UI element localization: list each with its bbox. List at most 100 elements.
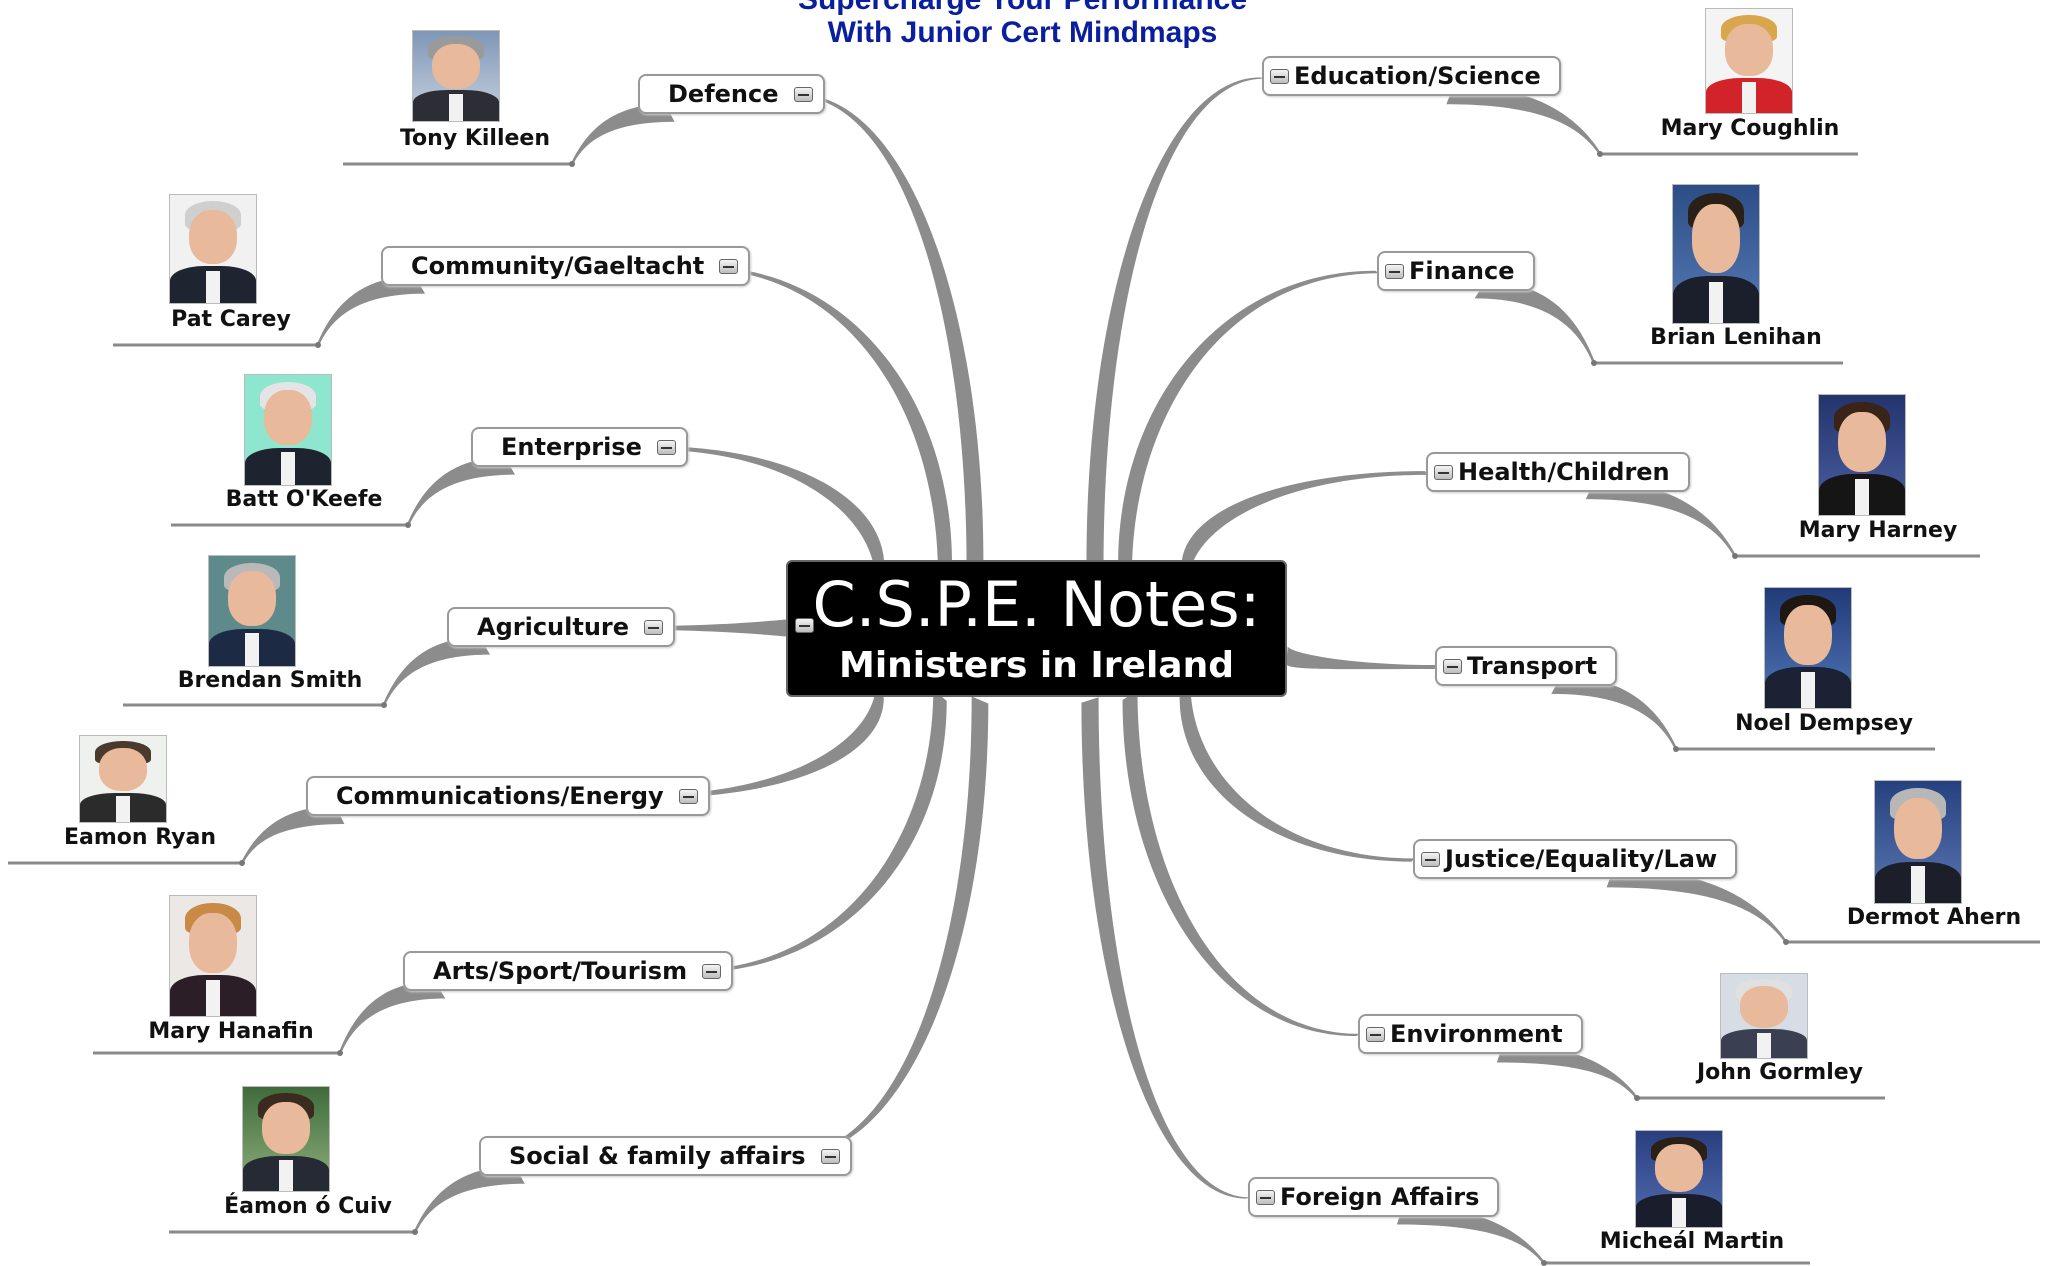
collapse-icon[interactable] — [793, 87, 813, 102]
banner-line-1: Supercharge Your Performance — [0, 0, 2045, 16]
topic-transport[interactable]: Transport — [1435, 646, 1618, 686]
underline-dot — [1732, 553, 1738, 559]
underline-dot — [1591, 360, 1597, 366]
underline-dot — [569, 161, 575, 167]
photo-brian-lenihan — [1672, 184, 1760, 324]
collapse-icon[interactable] — [1256, 1190, 1275, 1205]
underline-dot — [412, 1229, 418, 1235]
collapse-icon[interactable] — [1366, 1027, 1385, 1042]
branch-connector — [1286, 646, 1436, 670]
branch-connector — [1474, 281, 1595, 365]
central-topic[interactable]: C.S.P.E. Notes: Ministers in Ireland — [786, 560, 1287, 697]
branch-connector — [1496, 1043, 1638, 1100]
topic-arts-sport-tourism[interactable]: Arts/Sport/Tourism — [403, 951, 734, 991]
branch-connector — [1081, 697, 1250, 1199]
minister-name: Éamon ó Cuiv — [224, 1194, 392, 1219]
underline-dot — [405, 522, 411, 528]
minister-name: Pat Carey — [171, 307, 291, 332]
minister-name: Micheál Martin — [1599, 1229, 1785, 1254]
topic-label: Education/Science — [1294, 62, 1541, 90]
photo-brendan-smith — [208, 555, 296, 667]
branch-connector — [691, 688, 947, 973]
photo-mary-coughlin — [1705, 8, 1793, 114]
minister-name: Noel Dempsey — [1735, 711, 1913, 736]
branch-connector — [700, 266, 953, 576]
topic-communications-energy[interactable]: Communications/Energy — [306, 776, 710, 816]
topic-label: Foreign Affairs — [1280, 1183, 1480, 1211]
minister-name: Mary Coughlin — [1660, 116, 1840, 141]
minister-name: Batt O'Keefe — [225, 487, 383, 512]
topic-health-children[interactable]: Health/Children — [1426, 452, 1690, 492]
topic-agriculture[interactable]: Agriculture — [447, 607, 676, 647]
underline-dot — [1597, 151, 1603, 157]
photo-noel-dempsey — [1764, 587, 1852, 709]
topic-justice-equality-law[interactable]: Justice/Equality/Law — [1413, 839, 1738, 879]
branch-connector — [1086, 77, 1264, 568]
branch-connector — [1179, 682, 1415, 862]
collapse-icon[interactable] — [820, 1149, 840, 1164]
branch-connector — [383, 637, 491, 707]
branch-connector — [1446, 85, 1601, 156]
topic-community-gaeltacht[interactable]: Community/Gaeltacht — [381, 246, 751, 286]
underline-dot — [239, 860, 245, 866]
branch-connector — [1551, 676, 1677, 751]
branch-connector — [241, 806, 345, 865]
collapse-icon[interactable] — [719, 259, 739, 274]
collapse-icon[interactable] — [656, 440, 676, 455]
photo-tony-killeen — [412, 30, 500, 122]
photo-john-gormley — [1720, 973, 1808, 1059]
branch-connector — [794, 94, 984, 569]
photo-micheal-martin — [1635, 1130, 1723, 1228]
minister-name: Dermot Ahern — [1846, 905, 2022, 930]
underline-dot — [381, 702, 387, 708]
collapse-icon[interactable] — [1385, 264, 1404, 279]
central-collapse-icon[interactable] — [795, 618, 814, 633]
central-title: C.S.P.E. Notes: — [812, 568, 1261, 641]
photo-pat-carey — [169, 194, 257, 304]
topic-label: Defence — [668, 80, 779, 108]
topic-label: Finance — [1409, 257, 1515, 285]
collapse-icon[interactable] — [1270, 69, 1289, 84]
underline-dot — [1541, 1260, 1547, 1266]
topic-label: Social & family affairs — [509, 1142, 806, 1170]
branch-connector — [1118, 270, 1379, 576]
minister-name: Brendan Smith — [177, 668, 363, 693]
topic-enterprise[interactable]: Enterprise — [471, 427, 688, 467]
collapse-icon[interactable] — [702, 964, 722, 979]
branch-connector — [571, 104, 675, 166]
minister-name: Eamon Ryan — [63, 825, 217, 850]
topic-social-family-affairs[interactable]: Social & family affairs — [479, 1136, 852, 1176]
photo-dermot-ahern — [1874, 780, 1962, 904]
topic-education-science[interactable]: Education/Science — [1262, 56, 1561, 96]
topic-label: Health/Children — [1458, 458, 1670, 486]
collapse-icon[interactable] — [1443, 659, 1462, 674]
branch-connector — [339, 981, 446, 1055]
photo-batt-okeefe — [244, 374, 332, 486]
topic-label: Justice/Equality/Law — [1445, 845, 1718, 873]
collapse-icon[interactable] — [1434, 465, 1453, 480]
minister-name: Brian Lenihan — [1650, 325, 1822, 350]
topic-label: Arts/Sport/Tourism — [433, 957, 688, 985]
topic-foreign-affairs[interactable]: Foreign Affairs — [1248, 1177, 1500, 1217]
branch-connector — [407, 457, 516, 527]
collapse-icon[interactable] — [678, 789, 698, 804]
branch-connector — [1396, 1205, 1545, 1265]
branch-connector — [640, 619, 790, 637]
collapse-icon[interactable] — [644, 620, 664, 635]
photo-eamon-o-cuiv — [242, 1086, 330, 1192]
topic-label: Environment — [1390, 1020, 1563, 1048]
minister-name: Mary Hanafin — [148, 1019, 314, 1044]
branch-connector — [414, 1166, 525, 1234]
topic-finance[interactable]: Finance — [1377, 251, 1535, 291]
collapse-icon[interactable] — [1421, 852, 1440, 867]
minister-name: Mary Harney — [1798, 518, 1958, 543]
minister-name: Tony Killeen — [399, 126, 551, 151]
underline-dot — [315, 342, 321, 348]
topic-defence[interactable]: Defence — [638, 74, 825, 114]
branch-connector — [317, 276, 426, 347]
topic-environment[interactable]: Environment — [1358, 1014, 1583, 1054]
branch-connector — [1585, 480, 1736, 558]
underline-dot — [337, 1050, 343, 1056]
